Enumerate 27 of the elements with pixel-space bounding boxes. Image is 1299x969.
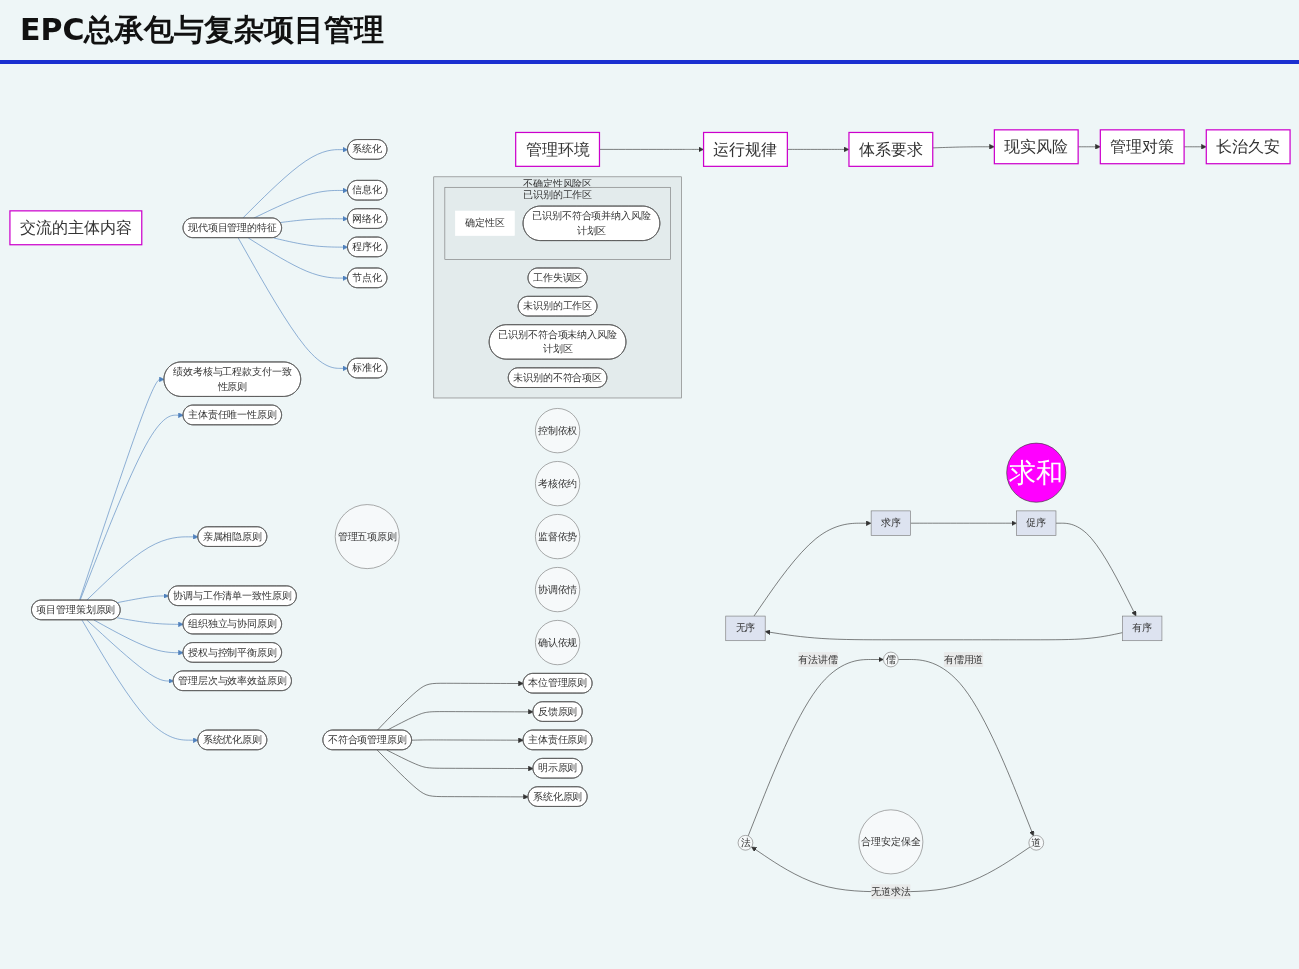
node-box: 促序 <box>1015 510 1056 536</box>
node-box: 体系要求 <box>847 131 933 167</box>
node-box: 管理环境 <box>514 131 600 167</box>
node-circle: 协调依情 <box>534 566 580 612</box>
edge-label: 无道求法 <box>870 885 911 897</box>
edge-label: 有法讲儒 <box>797 652 838 665</box>
node-box: 有序 <box>1121 615 1162 641</box>
node-box: 运行规律 <box>702 131 788 167</box>
slide-title: EPC总承包与复杂项目管理 <box>20 10 385 49</box>
node-circle: 儒 <box>882 651 899 667</box>
node-box: 长治久安 <box>1205 128 1291 164</box>
node-circle: 确认依规 <box>534 619 580 665</box>
node-circle: 合理安定保全 <box>858 809 923 874</box>
node-circle: 考核依约 <box>534 460 580 506</box>
node-circle: 监督依势 <box>534 513 580 559</box>
node-box: 管理对策 <box>1099 128 1185 164</box>
edge-label: 有儒用道 <box>943 652 983 665</box>
node-box: 求序 <box>870 510 911 536</box>
node-circle: 求和 <box>1005 442 1066 503</box>
node-circle: 法 <box>737 834 753 850</box>
node-circle: 控制依权 <box>534 407 580 453</box>
node-box: 现实风险 <box>993 128 1079 164</box>
node-box: 确定性区 <box>454 210 515 236</box>
node-box: 交流的主体内容 <box>8 209 142 245</box>
node-circle: 管理五项原则 <box>334 503 400 569</box>
node-circle: 道 <box>1028 834 1044 850</box>
node-box: 无序 <box>724 615 765 641</box>
